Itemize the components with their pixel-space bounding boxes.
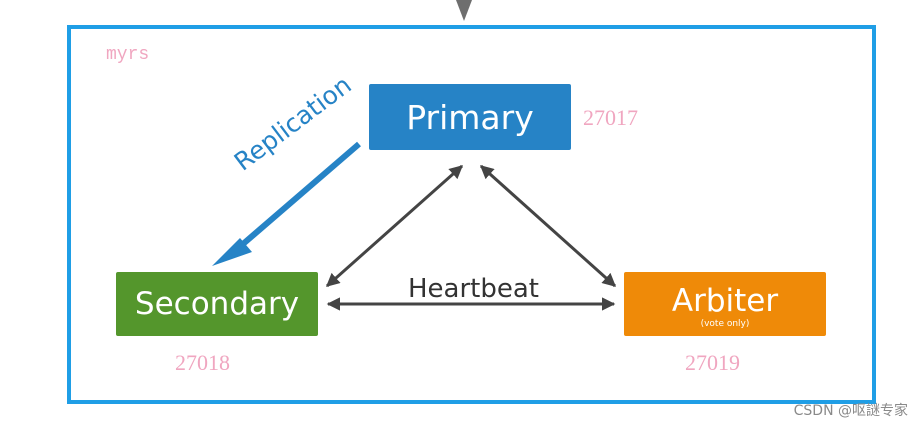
primary-node: Primary [369, 84, 571, 150]
heartbeat-arrow-primary-secondary [325, 164, 464, 288]
secondary-node-label: Secondary [134, 286, 300, 322]
primary-port: 27017 [583, 105, 638, 130]
arbiter-port: 27019 [685, 350, 740, 375]
arbiter-node-note: (vote only) [700, 319, 750, 329]
incoming-pointer-icon [456, 0, 472, 21]
replication-arrow-head [212, 238, 252, 266]
secondary-node: Secondary [116, 272, 318, 336]
secondary-port: 27018 [175, 350, 230, 375]
arbiter-node-label: Arbiter [671, 283, 779, 319]
replica-set-name: myrs [106, 45, 150, 65]
primary-node-label: Primary [406, 97, 534, 137]
heartbeat-label: Heartbeat [408, 274, 539, 304]
replication-arrow-shaft [234, 141, 361, 253]
watermark: CSDN @呕謎专家 [793, 403, 908, 419]
arbiter-node: Arbiter (vote only) [624, 272, 826, 336]
heartbeat-arrow-primary-arbiter [479, 164, 617, 288]
replica-set-frame [67, 25, 876, 404]
